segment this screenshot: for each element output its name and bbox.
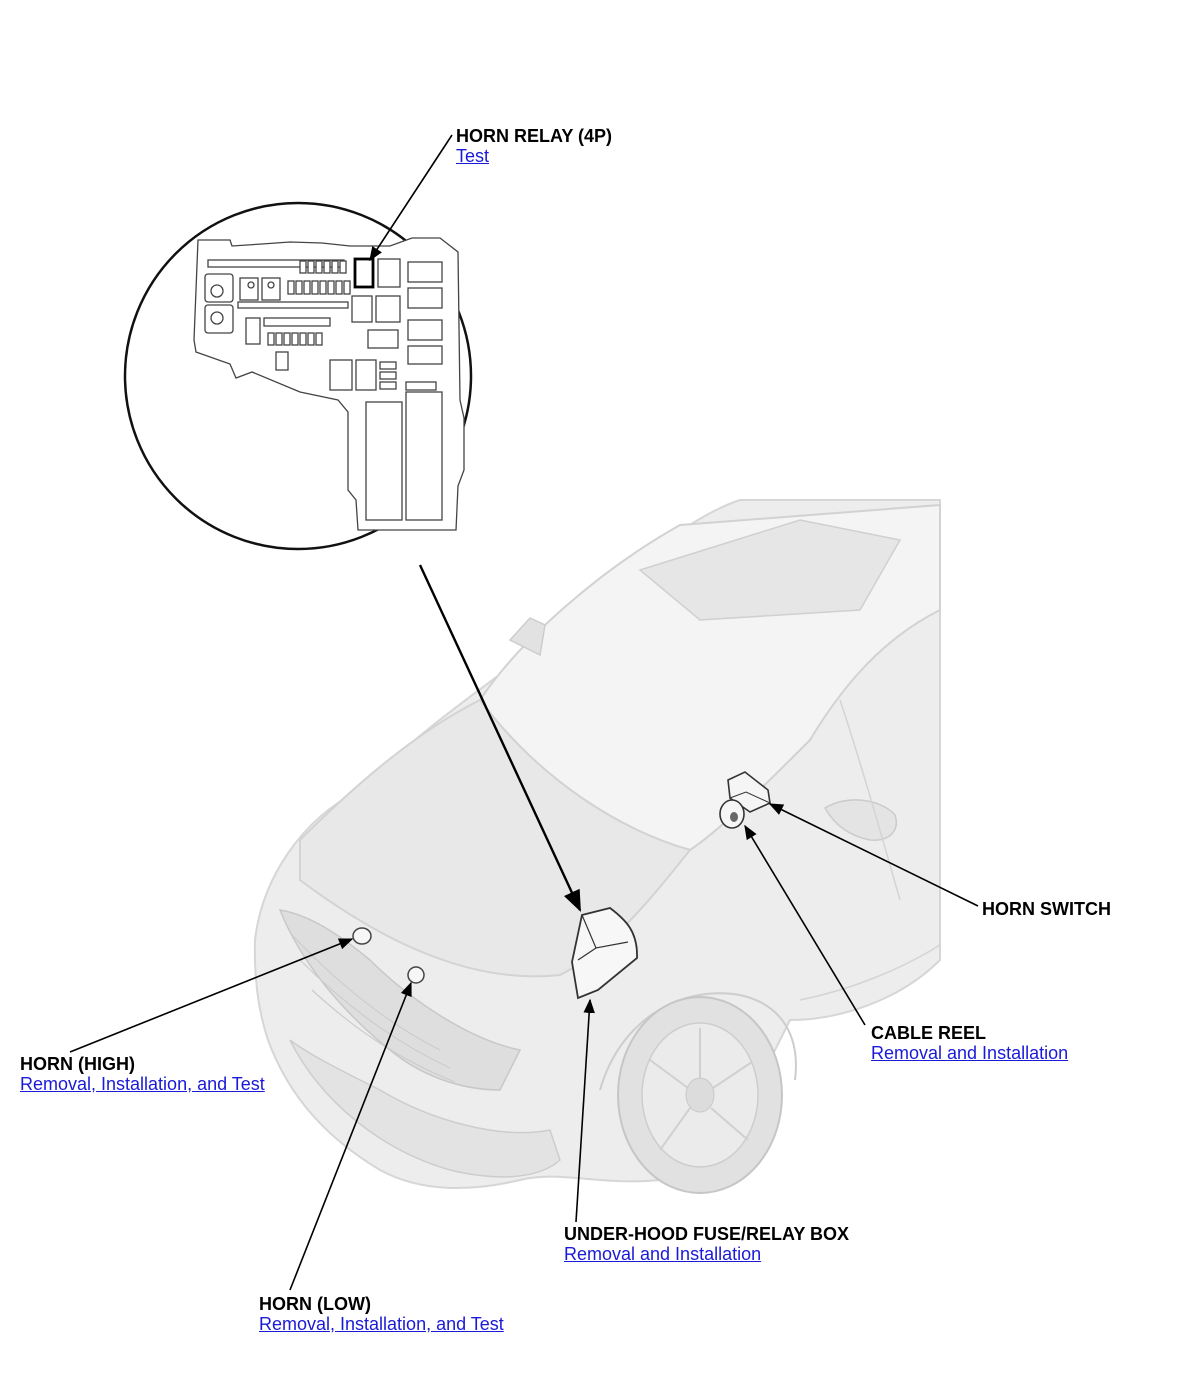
right-mirror bbox=[824, 799, 897, 841]
front-bumper bbox=[289, 1039, 561, 1178]
fuse-box-part bbox=[571, 907, 638, 1000]
cable-reel-label: CABLE REEL bbox=[871, 1023, 987, 1043]
wheel-arch bbox=[599, 992, 797, 1091]
hood bbox=[299, 698, 692, 978]
leader-horn-high bbox=[69, 938, 354, 1053]
horn-relay-test-link[interactable]: Test bbox=[456, 146, 490, 166]
leader-horn-relay bbox=[369, 134, 453, 262]
callout-horn-relay: HORN RELAY (4P) Test bbox=[456, 126, 612, 166]
fuse-box-link[interactable]: Removal and Installation bbox=[564, 1244, 762, 1264]
horn-relay-label: HORN RELAY (4P) bbox=[456, 126, 613, 146]
leader-horn-switch bbox=[768, 803, 979, 907]
sunroof bbox=[638, 519, 902, 621]
horn-low-part bbox=[407, 966, 425, 984]
horn-high-label: HORN (HIGH) bbox=[20, 1054, 135, 1074]
callout-cable-reel: CABLE REEL Removal and Installation bbox=[871, 1023, 1068, 1063]
front-grille bbox=[278, 909, 522, 1091]
leader-inset-to-box bbox=[418, 564, 582, 912]
horn-high-part bbox=[352, 927, 372, 945]
leader-lines bbox=[69, 134, 979, 1291]
leader-horn-low bbox=[289, 981, 412, 1291]
cable-reel-link[interactable]: Removal and Installation bbox=[871, 1043, 1069, 1063]
horn-high-link[interactable]: Removal, Installation, and Test bbox=[20, 1074, 265, 1094]
leader-cable-reel bbox=[744, 824, 866, 1026]
callout-horn-high: HORN (HIGH) Removal, Installation, and T… bbox=[20, 1054, 265, 1094]
horn-switch-label: HORN SWITCH bbox=[982, 899, 1111, 919]
leader-fuse-box bbox=[575, 998, 595, 1223]
cable-reel-part bbox=[719, 799, 745, 829]
horn-low-link[interactable]: Removal, Installation, and Test bbox=[259, 1314, 504, 1334]
left-mirror bbox=[508, 617, 546, 657]
vehicle-illustration bbox=[253, 499, 941, 1194]
callout-fuse-box: UNDER-HOOD FUSE/RELAY BOX Removal and In… bbox=[564, 1224, 849, 1264]
fuse-box-label: UNDER-HOOD FUSE/RELAY BOX bbox=[564, 1224, 850, 1244]
front-wheel bbox=[617, 996, 783, 1194]
callout-horn-switch: HORN SWITCH bbox=[982, 899, 1111, 919]
fuse-box-top-view bbox=[193, 237, 465, 531]
horn-relay-slot bbox=[353, 257, 375, 289]
callout-horn-low: HORN (LOW) Removal, Installation, and Te… bbox=[259, 1294, 504, 1334]
horn-low-label: HORN (LOW) bbox=[259, 1294, 371, 1314]
inset-magnified-view bbox=[123, 201, 473, 551]
